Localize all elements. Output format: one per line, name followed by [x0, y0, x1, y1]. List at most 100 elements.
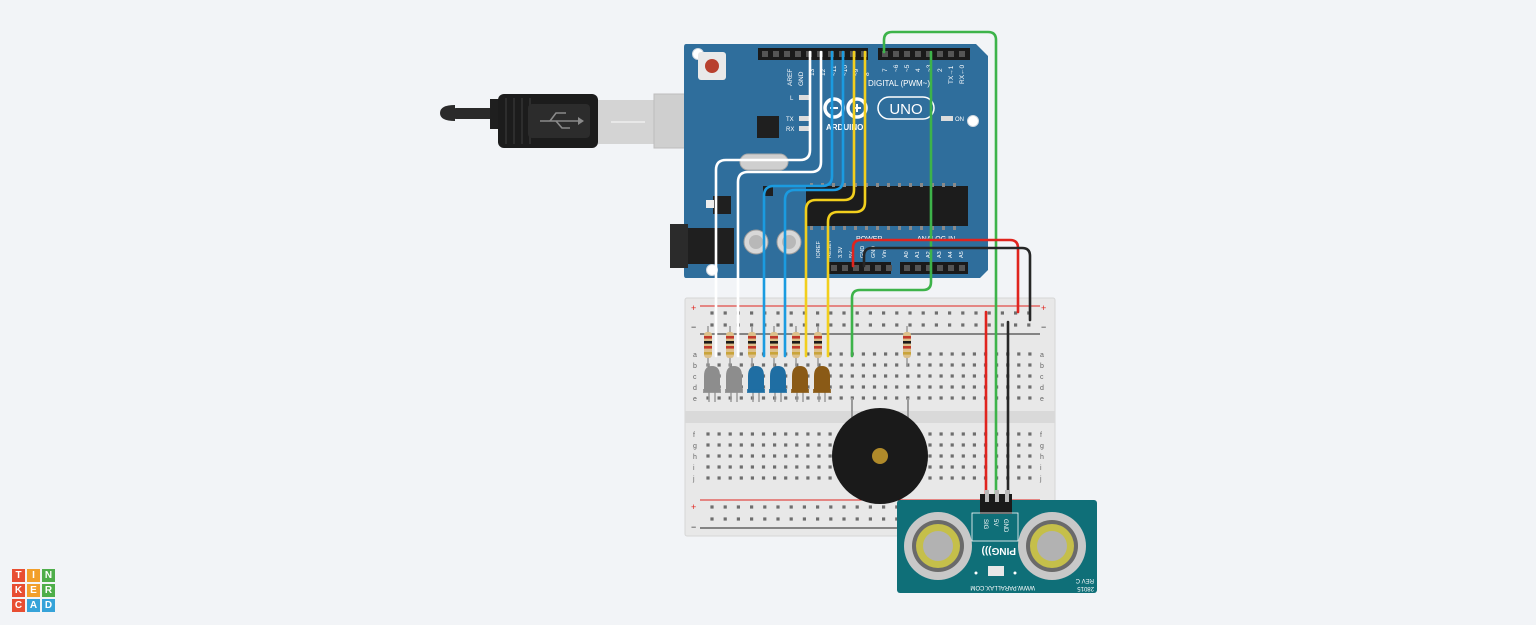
breadboard-hole[interactable]	[939, 352, 943, 356]
resistor[interactable]	[814, 326, 822, 366]
arduino-uno-board[interactable]: AREF GND 13 12 ~11 ~10 ~9 8 7 ~6 ~5 4 ~3…	[670, 44, 988, 278]
breadboard-hole[interactable]	[817, 363, 821, 367]
rail-hole[interactable]	[1000, 311, 1004, 315]
rail-hole[interactable]	[1027, 323, 1031, 327]
breadboard-hole[interactable]	[1017, 465, 1021, 469]
rail-hole[interactable]	[934, 311, 938, 315]
breadboard-hole[interactable]	[828, 454, 832, 458]
rail-hole[interactable]	[763, 517, 767, 521]
breadboard-hole[interactable]	[895, 363, 899, 367]
breadboard-hole[interactable]	[717, 396, 721, 400]
rail-hole[interactable]	[855, 505, 859, 509]
breadboard-hole[interactable]	[972, 454, 976, 458]
breadboard-hole[interactable]	[972, 465, 976, 469]
breadboard-hole[interactable]	[739, 443, 743, 447]
rail-hole[interactable]	[816, 505, 820, 509]
breadboard-hole[interactable]	[717, 363, 721, 367]
breadboard-hole[interactable]	[895, 352, 899, 356]
led[interactable]	[813, 366, 831, 402]
breadboard-hole[interactable]	[950, 396, 954, 400]
breadboard-hole[interactable]	[939, 476, 943, 480]
breadboard-hole[interactable]	[895, 396, 899, 400]
rail-hole[interactable]	[723, 323, 727, 327]
breadboard-hole[interactable]	[728, 432, 732, 436]
rail-hole[interactable]	[948, 323, 952, 327]
breadboard-hole[interactable]	[817, 476, 821, 480]
rail-hole[interactable]	[961, 311, 965, 315]
rail-hole[interactable]	[789, 323, 793, 327]
breadboard-hole[interactable]	[972, 432, 976, 436]
resistor[interactable]	[748, 326, 756, 366]
breadboard-hole[interactable]	[928, 465, 932, 469]
breadboard-hole[interactable]	[884, 374, 888, 378]
breadboard-hole[interactable]	[761, 476, 766, 480]
rail-hole[interactable]	[829, 517, 833, 521]
resistor[interactable]	[792, 326, 800, 366]
breadboard-hole[interactable]	[961, 443, 965, 447]
rail-hole[interactable]	[829, 505, 833, 509]
breadboard-hole[interactable]	[1017, 476, 1021, 480]
breadboard-hole[interactable]	[739, 454, 743, 458]
breadboard-hole[interactable]	[872, 385, 877, 389]
rail-hole[interactable]	[816, 517, 820, 521]
rail-hole[interactable]	[842, 323, 846, 327]
breadboard-hole[interactable]	[706, 476, 710, 480]
breadboard-hole[interactable]	[795, 443, 799, 447]
breadboard-hole[interactable]	[872, 363, 877, 367]
breadboard-hole[interactable]	[784, 476, 788, 480]
breadboard-hole[interactable]	[1017, 385, 1021, 389]
breadboard-hole[interactable]	[928, 396, 932, 400]
resistor[interactable]	[770, 326, 778, 366]
breadboard-hole[interactable]	[717, 476, 721, 480]
rail-hole[interactable]	[710, 505, 714, 509]
rail-hole[interactable]	[710, 311, 714, 315]
breadboard-hole[interactable]	[706, 443, 710, 447]
breadboard-hole[interactable]	[928, 476, 932, 480]
rail-hole[interactable]	[934, 323, 938, 327]
breadboard-hole[interactable]	[784, 432, 788, 436]
breadboard-hole[interactable]	[961, 396, 965, 400]
breadboard-hole[interactable]	[728, 454, 732, 458]
breadboard-hole[interactable]	[717, 352, 721, 356]
rail-hole[interactable]	[802, 517, 806, 521]
rail-hole[interactable]	[868, 517, 872, 521]
breadboard-hole[interactable]	[739, 476, 743, 480]
breadboard-hole[interactable]	[1028, 443, 1032, 447]
rail-hole[interactable]	[987, 323, 991, 327]
rail-hole[interactable]	[750, 517, 754, 521]
breadboard-hole[interactable]	[739, 352, 743, 356]
rail-hole[interactable]	[895, 517, 899, 521]
rail-hole[interactable]	[974, 311, 978, 315]
rail-hole[interactable]	[789, 311, 793, 315]
breadboard-hole[interactable]	[750, 465, 754, 469]
breadboard-hole[interactable]	[784, 363, 788, 367]
breadboard-hole[interactable]	[1028, 454, 1032, 458]
breadboard-hole[interactable]	[1017, 432, 1021, 436]
breadboard-hole[interactable]	[773, 432, 777, 436]
breadboard-hole[interactable]	[928, 352, 932, 356]
breadboard-hole[interactable]	[795, 432, 799, 436]
rail-hole[interactable]	[908, 323, 912, 327]
breadboard-hole[interactable]	[773, 476, 777, 480]
breadboard-hole[interactable]	[1017, 374, 1021, 378]
breadboard-hole[interactable]	[950, 454, 954, 458]
resistor[interactable]	[726, 326, 734, 366]
breadboard-hole[interactable]	[739, 432, 743, 436]
breadboard-hole[interactable]	[950, 374, 954, 378]
rail-hole[interactable]	[802, 311, 806, 315]
rail-hole[interactable]	[882, 311, 886, 315]
rail-hole[interactable]	[789, 517, 793, 521]
breadboard-hole[interactable]	[761, 454, 766, 458]
rail-hole[interactable]	[736, 517, 740, 521]
resistor[interactable]	[903, 326, 911, 366]
breadboard-hole[interactable]	[906, 385, 910, 389]
rail-hole[interactable]	[776, 311, 780, 315]
rail-hole[interactable]	[882, 517, 886, 521]
rail-hole[interactable]	[895, 323, 899, 327]
breadboard-hole[interactable]	[1028, 476, 1032, 480]
breadboard-hole[interactable]	[784, 443, 788, 447]
breadboard-hole[interactable]	[972, 443, 976, 447]
breadboard-hole[interactable]	[761, 363, 766, 367]
breadboard-hole[interactable]	[739, 396, 743, 400]
breadboard-hole[interactable]	[861, 363, 865, 367]
